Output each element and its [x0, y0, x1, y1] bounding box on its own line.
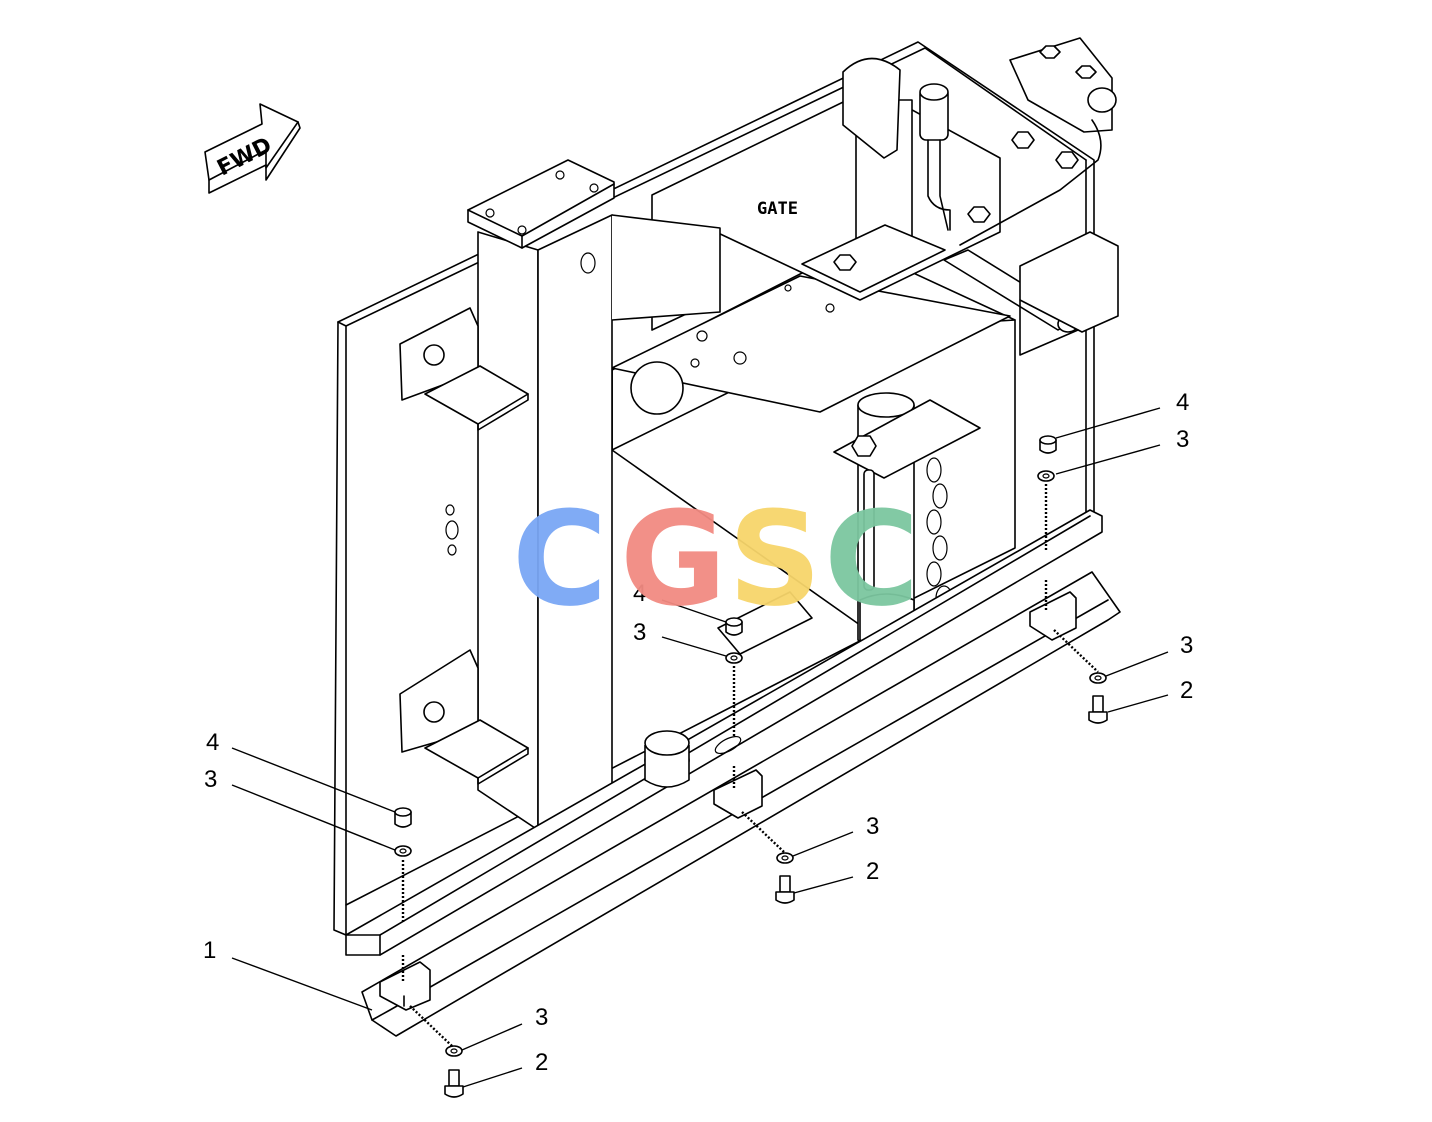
callout-4-center: 4 [633, 580, 646, 607]
callout-3-center-top: 3 [633, 619, 646, 646]
bolt-icon [444, 1069, 464, 1098]
callout-4-right: 4 [1176, 389, 1189, 416]
callout-2-center: 2 [866, 858, 879, 885]
nut-icon [725, 617, 743, 636]
callout-2-right: 2 [1180, 677, 1193, 704]
washer-icon [776, 852, 794, 864]
callout-labels: 4 3 3 2 4 3 3 2 4 3 1 3 2 [203, 389, 1193, 1076]
bolt-icon [1088, 695, 1108, 724]
fastener-stack-center [725, 617, 795, 904]
callout-3-right-top: 3 [1176, 426, 1189, 453]
callout-1: 1 [203, 937, 216, 964]
fastener-stack-left [394, 807, 464, 1098]
callout-3-left-top: 3 [204, 766, 217, 793]
nut-icon [1039, 435, 1057, 454]
plate-holes [445, 504, 459, 556]
hex-bolt-icon [833, 206, 991, 271]
gate-plate: GATE [651, 87, 1001, 331]
handle-bar [943, 231, 1119, 356]
clip-bracket-left [379, 961, 431, 1011]
gate-label: GATE [757, 199, 798, 219]
watermark-letter-3: S [728, 483, 822, 635]
washer-icon [1037, 470, 1055, 482]
callout-2-left: 2 [535, 1049, 548, 1076]
clip-bracket-right [1029, 591, 1077, 641]
clip-bracket-center [713, 769, 763, 819]
lower-ear-bracket [399, 649, 529, 785]
leader-lines [231, 407, 1169, 1088]
washer-icon [445, 1045, 463, 1057]
callout-3-right-bottom: 3 [1180, 632, 1193, 659]
watermark-letter-1: C [512, 483, 607, 635]
callout-3-left-bottom: 3 [535, 1004, 548, 1031]
upper-ear-bracket [399, 307, 529, 431]
watermark-letter-4: C [824, 483, 919, 635]
right-upper-bracket [959, 37, 1117, 246]
hydraulic-cylinder [801, 57, 991, 293]
washer-icon [1089, 672, 1107, 684]
fwd-arrow-icon: FWD [204, 103, 301, 194]
callout-3-center-bottom: 3 [866, 813, 879, 840]
washer-icon [394, 845, 412, 857]
callout-4-left: 4 [206, 729, 219, 756]
washer-icon [725, 652, 743, 664]
watermark-letter-2: G [620, 483, 727, 635]
watermark-logo: C G S C [512, 483, 919, 635]
nut-icon [394, 807, 412, 828]
fastener-stack-right [1037, 435, 1108, 724]
bolt-icon [775, 875, 795, 904]
